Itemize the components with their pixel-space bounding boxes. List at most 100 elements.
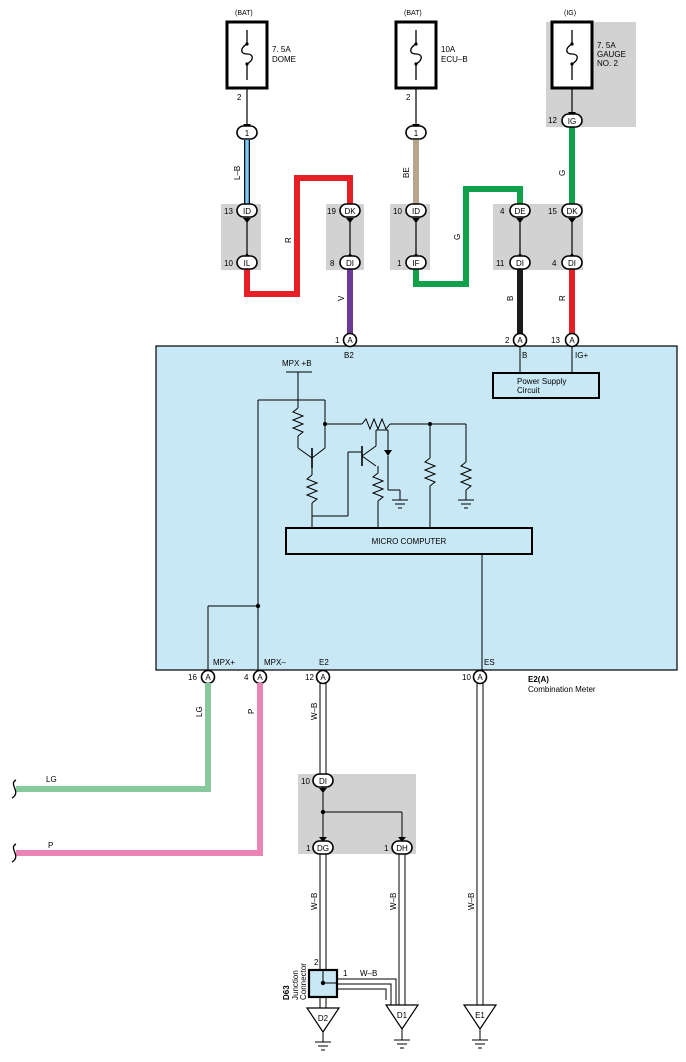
svg-text:2: 2 xyxy=(505,336,510,345)
svg-text:LG: LG xyxy=(46,775,57,784)
svg-text:7. 5A: 7. 5A xyxy=(597,41,616,50)
svg-text:13: 13 xyxy=(224,207,233,216)
svg-text:13: 13 xyxy=(551,336,560,345)
svg-text:10: 10 xyxy=(224,259,233,268)
svg-text:10A: 10A xyxy=(441,45,456,54)
svg-text:B: B xyxy=(522,351,527,360)
svg-text:1: 1 xyxy=(343,969,348,978)
svg-text:2: 2 xyxy=(237,93,242,102)
svg-text:MPX+: MPX+ xyxy=(213,658,235,667)
svg-text:7. 5A: 7. 5A xyxy=(272,45,291,54)
svg-text:B: B xyxy=(506,296,515,301)
svg-text:DI: DI xyxy=(568,259,576,268)
svg-text:4: 4 xyxy=(552,259,557,268)
wire-break-p xyxy=(11,843,17,863)
wires-top xyxy=(244,88,575,334)
junction-dot xyxy=(320,809,326,815)
svg-text:ID: ID xyxy=(412,207,420,216)
svg-text:2: 2 xyxy=(406,93,411,102)
svg-text:12: 12 xyxy=(305,673,314,682)
meter-inner: B2 B IG+ Power Supply Circuit MPX +B xyxy=(207,346,600,670)
svg-text:G: G xyxy=(453,234,462,240)
svg-text:1: 1 xyxy=(306,844,311,853)
svg-text:D63: D63 xyxy=(282,985,291,1000)
svg-text:R: R xyxy=(284,237,293,243)
svg-text:IF: IF xyxy=(412,259,419,268)
svg-text:A: A xyxy=(347,336,353,345)
svg-text:19: 19 xyxy=(327,207,336,216)
svg-text:B2: B2 xyxy=(344,351,354,360)
svg-text:1: 1 xyxy=(384,844,389,853)
svg-text:E2: E2 xyxy=(319,658,329,667)
svg-text:Power Supply: Power Supply xyxy=(517,377,566,386)
svg-text:1: 1 xyxy=(414,129,419,138)
svg-text:10: 10 xyxy=(393,207,402,216)
svg-text:MPX +B: MPX +B xyxy=(282,359,312,368)
svg-text:8: 8 xyxy=(330,259,335,268)
svg-text:1: 1 xyxy=(245,129,250,138)
svg-text:(BAT): (BAT) xyxy=(235,10,253,17)
svg-text:G: G xyxy=(558,170,567,176)
svg-text:P: P xyxy=(247,709,256,714)
svg-text:A: A xyxy=(517,336,523,345)
svg-text:ECU–B: ECU–B xyxy=(441,55,468,64)
wire-break-lg xyxy=(11,779,17,799)
wire-labels: L–B R V BE G G B R LG P W–B W–B W–B W–B … xyxy=(46,166,567,978)
svg-text:15: 15 xyxy=(548,207,557,216)
ground-e1: E1 xyxy=(462,1004,498,1049)
svg-text:16: 16 xyxy=(188,673,197,682)
fuse-ecu-b: (BAT) 10A ECU–B 2 xyxy=(394,10,468,102)
svg-text:A: A xyxy=(569,336,575,345)
svg-text:ID: ID xyxy=(243,207,251,216)
ground-d2: D2 xyxy=(305,1007,341,1051)
svg-text:1: 1 xyxy=(397,259,402,268)
svg-text:(BAT): (BAT) xyxy=(404,10,422,17)
svg-text:A: A xyxy=(257,673,263,682)
svg-text:BE: BE xyxy=(402,167,411,178)
svg-text:E1: E1 xyxy=(475,1011,485,1020)
svg-text:(IG): (IG) xyxy=(564,10,576,17)
wires-bottom xyxy=(16,683,484,1008)
svg-text:D1: D1 xyxy=(397,1011,408,1020)
meter-name: Combination Meter xyxy=(528,685,596,694)
svg-text:R: R xyxy=(558,295,567,301)
svg-text:11: 11 xyxy=(496,259,505,268)
junction-connector-d63: D63 Junction Connector xyxy=(282,963,339,1000)
svg-text:A: A xyxy=(320,673,326,682)
svg-text:W–B: W–B xyxy=(310,703,319,720)
svg-text:4: 4 xyxy=(244,673,249,682)
svg-text:IG+: IG+ xyxy=(575,351,588,360)
fuse-gauge: (IG) 7. 5A GAUGE NO. 2 12 xyxy=(548,10,626,125)
svg-text:2: 2 xyxy=(314,958,319,967)
combination-meter-box xyxy=(155,345,678,671)
power-supply-circuit xyxy=(492,372,600,399)
svg-text:DH: DH xyxy=(396,844,408,853)
svg-text:4: 4 xyxy=(500,207,505,216)
svg-text:W–B: W–B xyxy=(360,969,377,978)
svg-text:IG: IG xyxy=(568,117,576,126)
svg-text:P: P xyxy=(48,841,53,850)
svg-text:GAUGE: GAUGE xyxy=(597,50,626,59)
svg-text:DI: DI xyxy=(346,259,354,268)
svg-text:10: 10 xyxy=(301,777,310,786)
svg-text:L–B: L–B xyxy=(233,166,242,180)
svg-text:W–B: W–B xyxy=(467,893,476,910)
svg-text:LG: LG xyxy=(195,706,204,717)
svg-text:MICRO COMPUTER: MICRO COMPUTER xyxy=(372,537,447,546)
svg-text:12: 12 xyxy=(548,116,557,125)
svg-text:DG: DG xyxy=(317,844,329,853)
svg-text:DI: DI xyxy=(319,777,327,786)
svg-text:A: A xyxy=(205,673,211,682)
svg-text:DI: DI xyxy=(516,259,524,268)
svg-text:DOME: DOME xyxy=(272,55,296,64)
micro-computer xyxy=(285,527,533,555)
pin-numbers: 13 19 10 4 15 10 8 1 11 4 1 2 13 16 4 12… xyxy=(188,207,560,978)
svg-text:V: V xyxy=(337,295,346,301)
svg-text:DE: DE xyxy=(514,207,525,216)
svg-text:IL: IL xyxy=(244,259,251,268)
svg-text:DK: DK xyxy=(566,207,578,216)
svg-text:ES: ES xyxy=(484,658,495,667)
fuse-dome: (BAT) 7. 5A DOME 2 xyxy=(225,10,296,102)
svg-text:DK: DK xyxy=(344,207,356,216)
